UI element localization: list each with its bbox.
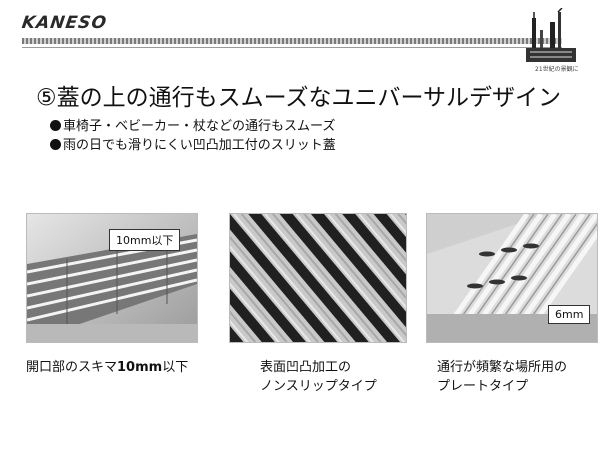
cityscape-logo-icon xyxy=(526,8,576,62)
header-rule xyxy=(22,38,562,44)
bullet-item: 車椅子・ベビーカー・杖などの通行もスムーズ xyxy=(50,117,336,136)
caption-slit: 開口部のスキマ10mm以下 xyxy=(26,360,189,375)
header-rule-thin xyxy=(22,47,562,48)
caption-plate: 通行が頻繁な場所用の プレートタイプ xyxy=(437,360,568,394)
slide-title: ⑤蓋の上の通行もスムーズなユニバーサルデザイン xyxy=(36,85,562,111)
bullet-icon xyxy=(50,120,61,131)
gap-size-tag: 6mm xyxy=(548,305,591,324)
bullet-icon xyxy=(50,139,61,150)
bullet-list: 車椅子・ベビーカー・杖などの通行もスムーズ 雨の日でも滑りにくい凹凸加工付のスリ… xyxy=(50,117,336,155)
gap-size-tag: 10mm以下 xyxy=(109,229,181,251)
bullet-item: 雨の日でも滑りにくい凹凸加工付のスリット蓋 xyxy=(50,136,336,155)
logo-caption: 21世紀の景観に xyxy=(535,66,579,73)
caption-non-slip: 表面凹凸加工の ノンスリップタイプ xyxy=(260,360,377,394)
non-slip-grate-photo xyxy=(229,213,407,343)
brand-logo: KANESO xyxy=(20,13,109,33)
plate-grate-photo xyxy=(426,213,598,343)
